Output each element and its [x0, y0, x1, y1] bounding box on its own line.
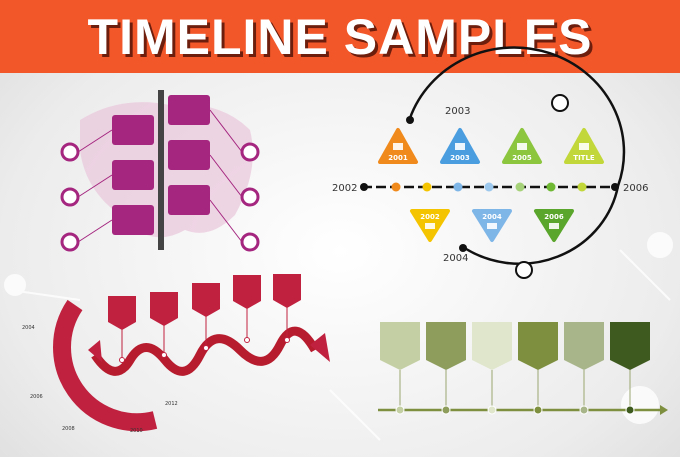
red-marker — [284, 337, 290, 343]
red-year-2006: 2006 — [30, 394, 43, 400]
connector — [209, 154, 243, 198]
spiral-arrow — [91, 326, 319, 376]
triangle-label: 2006 — [544, 213, 564, 221]
map-icon-circle — [240, 142, 260, 162]
red-marker — [244, 337, 250, 343]
olive-marker — [533, 405, 543, 415]
red-marker — [203, 345, 209, 351]
olive-box-airplane-icon — [518, 322, 558, 370]
olive-marker — [487, 405, 497, 415]
map-icon-circle — [60, 142, 80, 162]
timeline-dot — [422, 182, 432, 192]
red-callout-box — [150, 292, 178, 326]
map-box-left — [112, 205, 154, 235]
map-box-right — [168, 95, 210, 125]
person-speech-icon — [455, 143, 465, 150]
map-icon-circle — [240, 232, 260, 252]
olive-marker — [579, 405, 589, 415]
circle-timeline: 2002 2003 2004 2006 2001 2003 2005 TITLE 20… — [332, 46, 648, 279]
timeline-arc — [408, 46, 626, 265]
timeline-dot — [546, 182, 556, 192]
red-year-2012: 2012 — [165, 401, 178, 407]
red-year-2008: 2008 — [62, 426, 75, 432]
map-icon-circle — [240, 187, 260, 207]
red-callout-box — [233, 275, 261, 309]
olive-marker — [395, 405, 405, 415]
triangle-label: 2001 — [388, 154, 408, 162]
connector — [209, 199, 243, 243]
red-arc — [53, 299, 158, 432]
bar-chart-icon — [551, 94, 569, 112]
magnifier-icon — [487, 223, 497, 229]
center-axis — [158, 90, 164, 250]
triangle-label: TITLE — [573, 154, 595, 162]
olive-box-coffee-icon — [472, 322, 512, 370]
olive-box-magnifier-icon — [610, 322, 650, 370]
envelope-icon — [393, 143, 403, 150]
map-box-left — [112, 115, 154, 145]
olive-marker — [625, 405, 635, 415]
map-box-left — [112, 160, 154, 190]
map-icon-circle — [60, 232, 80, 252]
map-box-right — [168, 185, 210, 215]
triangle-label: 2003 — [450, 154, 470, 162]
connector — [77, 174, 113, 198]
red-marker — [161, 352, 167, 358]
map-box-right — [168, 140, 210, 170]
year-2004: 2004 — [443, 253, 468, 264]
olive-box-envelope-icon — [380, 322, 420, 370]
triangle-label: 2002 — [420, 213, 440, 221]
red-marker — [119, 357, 125, 363]
red-year-2010: 2010 — [130, 428, 143, 434]
red-timeline: 2004 2006 2008 2010 2012 — [22, 274, 330, 434]
red-year-2004: 2004 — [22, 325, 35, 331]
chat-icon — [517, 143, 527, 150]
triangle-label: 2005 — [512, 154, 532, 162]
connector — [77, 219, 113, 243]
triangle-label: 2004 — [482, 213, 502, 221]
connector — [77, 129, 113, 153]
bar-chart-icon — [549, 223, 559, 229]
coffee-icon — [579, 143, 589, 150]
timeline-dot — [391, 182, 401, 192]
world-map — [80, 102, 253, 238]
timeline-dot — [577, 182, 587, 192]
header-banner: TIMELINE SAMPLES — [0, 0, 680, 73]
year-2006: 2006 — [623, 183, 648, 194]
map-icon-circle — [60, 187, 80, 207]
airplane-icon — [425, 223, 435, 229]
red-callout-box — [192, 283, 220, 317]
olive-box-person-speech-icon — [564, 322, 604, 370]
podium-icon — [515, 261, 533, 279]
red-callout-box — [273, 274, 301, 308]
page-title: TIMELINE SAMPLES — [87, 8, 593, 65]
olive-marker — [441, 405, 451, 415]
year-2002: 2002 — [332, 183, 357, 194]
timeline-dot — [453, 182, 463, 192]
timeline-dot — [515, 182, 525, 192]
red-callout-box — [108, 296, 136, 330]
olive-box-chat-icon — [426, 322, 466, 370]
map-timeline — [60, 90, 260, 252]
year-2003: 2003 — [445, 106, 470, 117]
connector — [209, 109, 243, 153]
timeline-dot — [484, 182, 494, 192]
olive-timeline — [378, 322, 668, 415]
